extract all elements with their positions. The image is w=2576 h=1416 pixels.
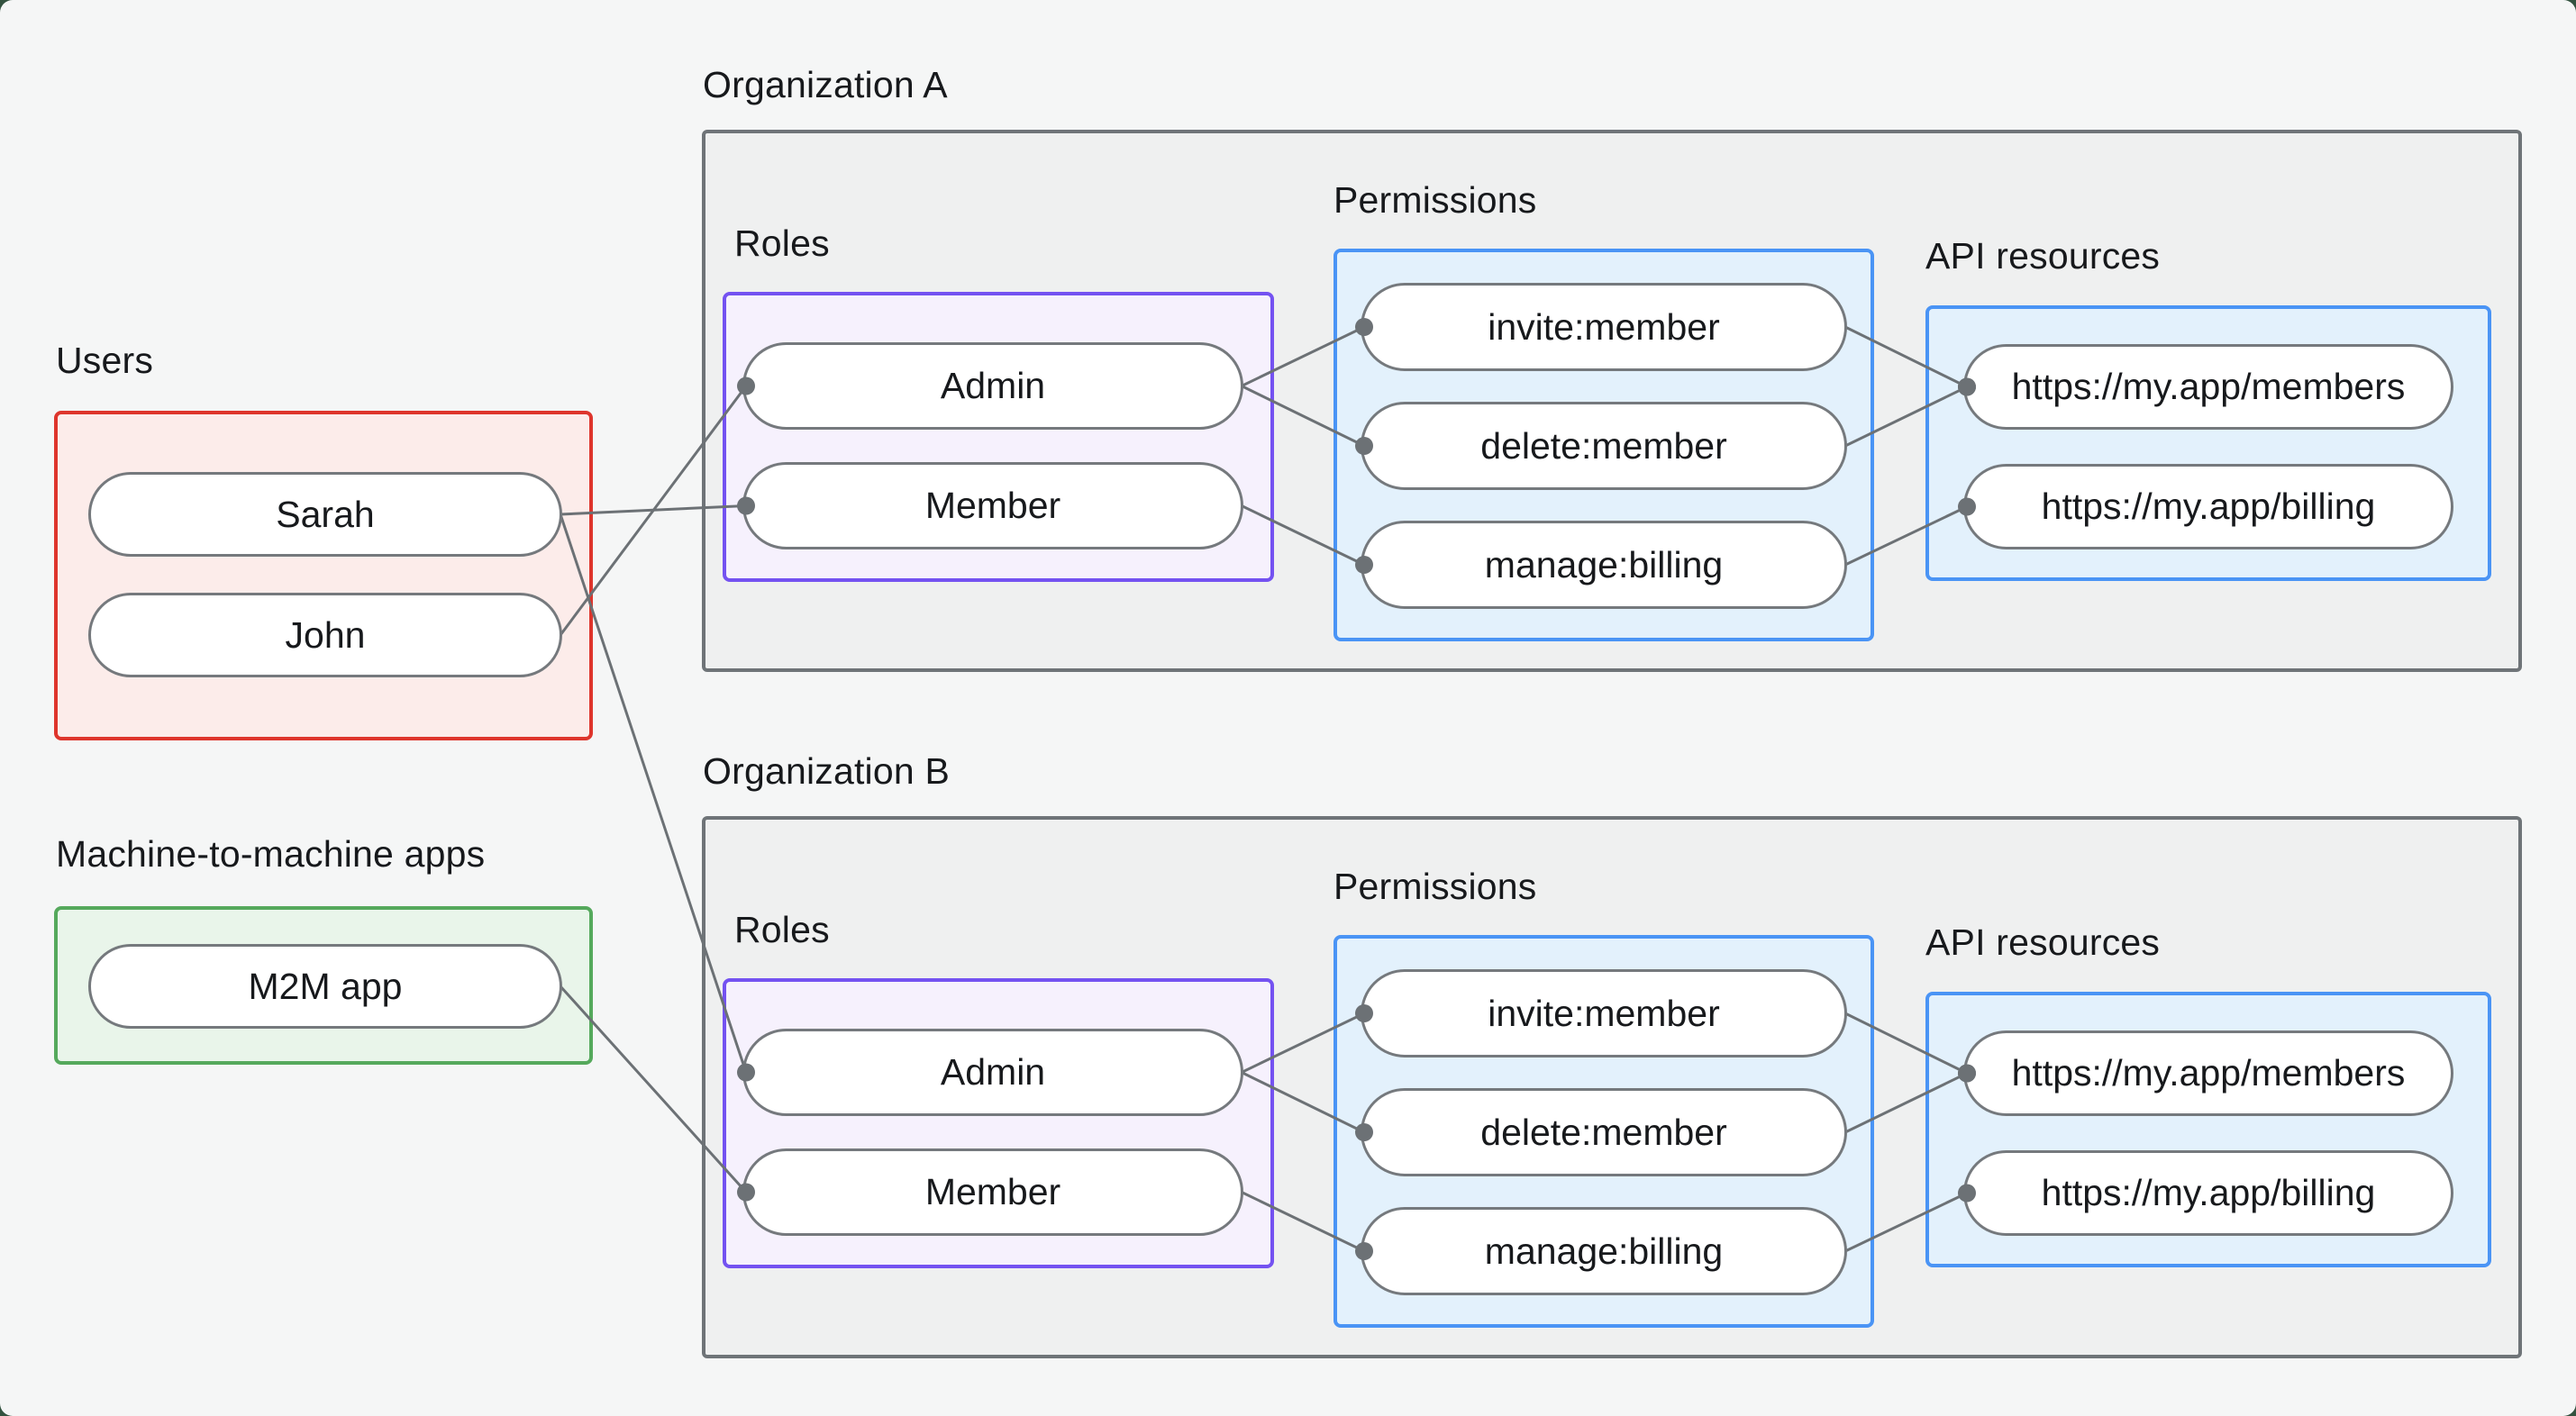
org-b-permission-invite-member: invite:member <box>1361 969 1847 1057</box>
org-b-permission-delete-member: delete:member <box>1361 1088 1847 1176</box>
org-b-role-admin-label: Admin <box>940 1051 1046 1093</box>
org-b-api-resources-label: API resources <box>1925 921 2161 963</box>
user-node-sarah: Sarah <box>88 472 562 557</box>
org-a-role-admin: Admin <box>742 342 1243 430</box>
org-a-role-member-label: Member <box>924 485 1061 526</box>
org-b-permissions-label: Permissions <box>1334 866 1537 907</box>
org-b-role-admin: Admin <box>742 1029 1243 1116</box>
org-a-permission-invite-member: invite:member <box>1361 283 1847 371</box>
org-b-role-member-label: Member <box>924 1171 1061 1212</box>
org-a-api-resources-label: API resources <box>1925 235 2161 277</box>
org-b-roles-label: Roles <box>734 909 830 950</box>
org-b-title: Organization B <box>703 750 951 792</box>
org-b-permission-delete-member-label: delete:member <box>1480 1111 1727 1153</box>
org-a-api-billing: https://my.app/billing <box>1963 464 2453 549</box>
org-a-api-members-label: https://my.app/members <box>2011 366 2406 407</box>
users-group-label: Users <box>56 340 154 381</box>
org-b-api-billing: https://my.app/billing <box>1963 1150 2453 1236</box>
m2m-group-label: Machine-to-machine apps <box>56 833 486 875</box>
user-node-sarah-label: Sarah <box>276 493 375 535</box>
m2m-app-node-label: M2M app <box>248 965 403 1007</box>
org-b-api-members: https://my.app/members <box>1963 1030 2453 1116</box>
org-b-api-members-label: https://my.app/members <box>2011 1052 2406 1094</box>
org-b-permission-manage-billing-label: manage:billing <box>1484 1230 1724 1272</box>
org-a-permission-invite-member-label: invite:member <box>1488 305 1720 348</box>
users-group-box <box>54 411 593 740</box>
user-node-john: John <box>88 593 562 677</box>
org-b-role-member: Member <box>742 1148 1243 1236</box>
m2m-app-node: M2M app <box>88 944 562 1029</box>
org-a-permission-delete-member: delete:member <box>1361 402 1847 490</box>
org-a-permission-manage-billing: manage:billing <box>1361 521 1847 609</box>
org-a-role-member: Member <box>742 462 1243 549</box>
org-a-api-members: https://my.app/members <box>1963 344 2453 430</box>
org-a-permission-manage-billing-label: manage:billing <box>1484 543 1724 585</box>
org-a-api-billing-label: https://my.app/billing <box>2041 486 2376 527</box>
org-a-permission-delete-member-label: delete:member <box>1480 424 1727 467</box>
org-b-permission-manage-billing: manage:billing <box>1361 1207 1847 1295</box>
org-b-permission-invite-member-label: invite:member <box>1488 992 1720 1034</box>
user-node-john-label: John <box>285 613 366 656</box>
org-a-roles-label: Roles <box>734 222 830 264</box>
org-a-permissions-label: Permissions <box>1334 179 1537 221</box>
org-b-api-billing-label: https://my.app/billing <box>2041 1172 2376 1213</box>
org-a-role-admin-label: Admin <box>940 365 1046 406</box>
org-a-title: Organization A <box>703 64 948 105</box>
